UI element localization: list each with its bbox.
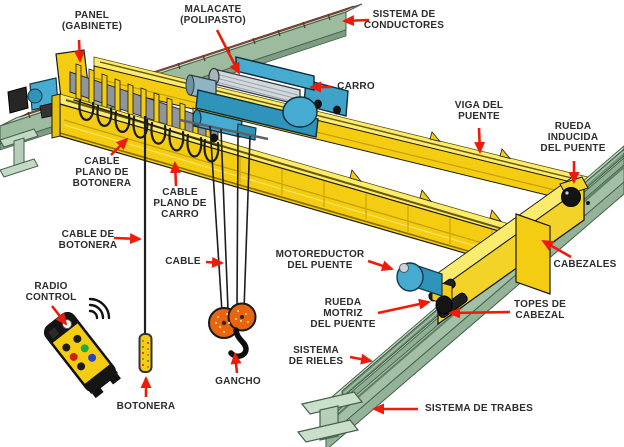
arrow-cable-plano-botonera xyxy=(110,137,129,156)
wireless-waves-icon xyxy=(88,297,111,320)
idle-wheel xyxy=(561,187,581,207)
label-cable-plano-carro: CABLE PLANO DE CARRO xyxy=(153,187,207,221)
label-sistema-de-rieles: SISTEMA DE RIELES xyxy=(288,345,344,368)
label-rueda-inducida: RUEDA INDUCIDA DEL PUENTE xyxy=(540,121,606,155)
arrow-cable-de-botonera xyxy=(113,233,142,245)
trolley-hoist xyxy=(179,56,349,143)
arrow-radio-control xyxy=(50,305,68,326)
label-malacate: MALACATE (POLIPASTO) xyxy=(180,4,246,27)
hoist-ropes xyxy=(209,125,251,313)
label-cable-de-botonera: CABLE DE BOTONERA xyxy=(58,229,118,252)
label-sistema-de-trabes: SISTEMA DE TRABES xyxy=(424,403,534,414)
arrow-cable-plano-carro xyxy=(169,161,181,187)
arrow-sistema-de-rieles xyxy=(349,353,373,365)
drive-wheel xyxy=(435,295,453,315)
label-sistema-conductores: SISTEMA DE CONDUCTORES xyxy=(363,9,445,32)
arrow-gancho xyxy=(230,352,242,374)
arrow-topes-de-cabezal xyxy=(448,307,511,319)
label-gancho: GANCHO xyxy=(215,376,261,387)
label-topes-de-cabezal: TOPES DE CABEZAL xyxy=(514,299,566,322)
label-radio-control: RADIO CONTROL xyxy=(25,281,77,304)
arrow-panel xyxy=(74,39,86,63)
label-viga-del-puente: VIGA DEL PUENTE xyxy=(454,100,504,123)
label-cabezales: CABEZALES xyxy=(553,259,617,270)
girder-end-plate xyxy=(515,213,551,295)
arrow-malacate xyxy=(215,29,241,75)
label-botonera: BOTONERA xyxy=(116,401,176,412)
label-cable-plano-botonera: CABLE PLANO DE BOTONERA xyxy=(72,156,132,190)
arrow-rueda-motriz xyxy=(377,298,431,315)
label-cable: CABLE xyxy=(165,256,201,267)
callout-arrows xyxy=(50,15,580,415)
label-motoreductor: MOTOREDUCTOR DEL PUENTE xyxy=(275,249,365,272)
end-truck-right xyxy=(396,175,590,326)
hook-block xyxy=(208,302,257,359)
arrow-sistema-conductores xyxy=(342,15,370,27)
label-panel: PANEL (GABINETE) xyxy=(61,10,123,33)
label-carro: CARRO xyxy=(337,81,375,92)
arrow-motoreductor xyxy=(367,259,394,272)
pendant-station xyxy=(138,116,153,373)
radio-remote xyxy=(43,297,121,399)
arrow-viga-del-puente xyxy=(474,127,486,154)
label-rueda-motriz: RUEDA MOTRIZ DEL PUENTE xyxy=(310,297,376,331)
arrow-cable xyxy=(205,256,224,268)
arrow-cabezales xyxy=(541,239,572,259)
